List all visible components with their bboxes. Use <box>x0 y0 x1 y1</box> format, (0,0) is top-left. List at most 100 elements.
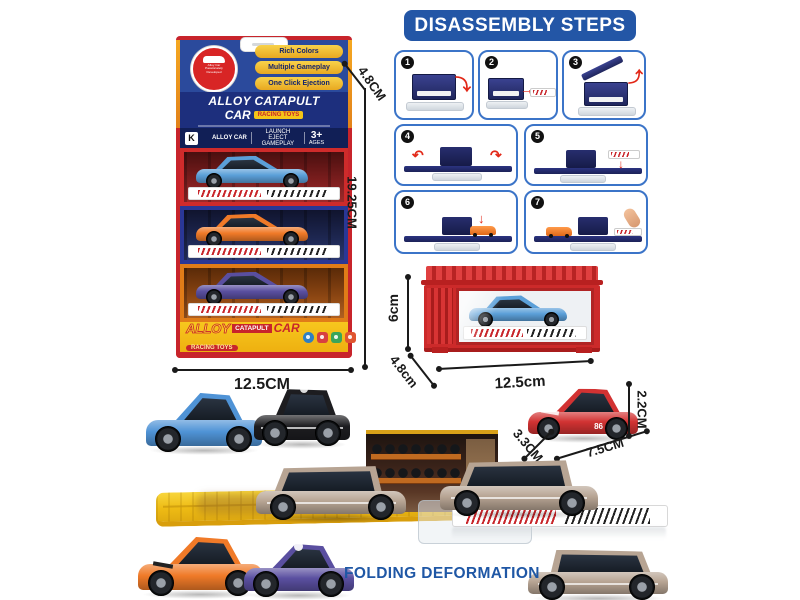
toy-car-graphic <box>470 226 496 237</box>
divider <box>250 132 252 144</box>
feature-pill-list: Rich Colors Multiple Gameplay One Click … <box>255 45 343 93</box>
red-race-car: 86 <box>528 384 638 443</box>
package-title-badge: RACING TOYS <box>253 111 304 119</box>
car-window <box>274 547 332 570</box>
arrow-curve-right-icon: ↷ <box>490 147 502 163</box>
car-window <box>178 396 240 422</box>
car-window <box>219 217 273 230</box>
car-body <box>196 227 308 241</box>
car-window <box>172 540 238 566</box>
car-window <box>490 299 536 311</box>
car-shadow <box>444 510 594 519</box>
chevron-decal <box>198 306 261 313</box>
launcher-tray-graphic <box>608 150 640 159</box>
black-vintage-car <box>254 384 350 449</box>
container-box-graphic <box>488 78 524 100</box>
car-window <box>219 159 273 172</box>
step-card-4: 4 ↶ ↷ <box>394 124 518 186</box>
car-cabin <box>174 393 244 422</box>
clear-base-graphic <box>486 101 528 109</box>
dim-line-height <box>626 381 632 439</box>
package-title-line2: CAR <box>224 108 251 122</box>
stripe-decal <box>267 190 327 197</box>
car-wheel <box>454 490 481 516</box>
step-number-badge: 4 <box>401 130 414 143</box>
clear-base-graphic <box>578 107 636 116</box>
step-card-3: 3 ⤴ <box>562 50 646 120</box>
car-wheel <box>368 494 394 520</box>
package-title: ALLOY CATAPULT CAR RACING TOYS <box>180 92 348 128</box>
age-label: AGES <box>308 139 325 146</box>
package-side-strip <box>348 40 352 128</box>
arrow-curve-down-icon: ⤵ <box>455 77 472 94</box>
step-number-badge: 3 <box>569 56 582 69</box>
container-height-label: 6cm <box>385 293 401 323</box>
container-lid-lip <box>421 280 603 285</box>
certification-icon-row <box>300 331 356 343</box>
step-number-badge: 5 <box>531 130 544 143</box>
container-end-panel <box>427 288 453 344</box>
car-body <box>196 285 308 299</box>
step-card-5: 5 ↓ <box>524 124 648 186</box>
backdrop-panel-graphic <box>442 217 472 235</box>
car-window <box>281 471 375 493</box>
champagne-station-wagon <box>528 546 668 600</box>
arrow-down-icon: ↓ <box>618 157 624 171</box>
container-lid <box>426 266 598 282</box>
car-wheel <box>225 426 252 452</box>
launcher-tray-graphic <box>614 228 642 236</box>
retail-package: Alloy Car Passionately Developed Rich Co… <box>176 36 356 358</box>
chevron-decal <box>471 329 523 337</box>
lid-graphic <box>580 55 624 81</box>
chevron-decal <box>611 152 629 157</box>
brand-logo-text: Alloy Car Passionately Developed <box>205 64 223 74</box>
chevron-decal <box>198 248 261 255</box>
car-wheel <box>269 494 296 520</box>
step-card-1: 1 ⤵ <box>394 50 474 120</box>
purple-muscle-car <box>196 271 308 305</box>
stripe-decal <box>267 248 327 255</box>
container-foot <box>576 347 592 353</box>
white-trim-decal <box>266 501 396 504</box>
hang-slot <box>252 43 274 46</box>
container-box-graphic <box>584 82 628 106</box>
car-cabin <box>275 389 336 418</box>
divider <box>303 132 305 144</box>
launcher-tray-graphic <box>530 88 556 97</box>
unfolded-track-graphic <box>404 166 512 172</box>
chevron-decal <box>617 230 633 234</box>
launcher-slot <box>493 91 519 96</box>
car-window <box>466 465 566 488</box>
window-box-blue-car <box>180 148 348 206</box>
car-window <box>554 553 647 575</box>
age-number: 3+ <box>310 129 323 141</box>
step-card-6: 6 ↓ <box>394 190 518 254</box>
package-bottom-edge <box>176 352 352 358</box>
blue-muscle-car <box>146 388 262 455</box>
launcher-strip <box>188 245 340 258</box>
clear-base-graphic <box>560 175 606 183</box>
unfolded-track-graphic <box>534 236 642 242</box>
step-number-badge: 6 <box>401 196 414 209</box>
brand-logo: Alloy Car Passionately Developed <box>191 46 237 92</box>
container-body <box>424 285 600 353</box>
package-title-line1: ALLOY CATAPULT <box>208 94 320 108</box>
package-depth-label: 4.8CM <box>354 63 390 104</box>
car-window <box>279 392 332 418</box>
shelf-graphic <box>371 454 462 460</box>
orange-square-icon <box>344 331 356 343</box>
package-bottom-band: ALLOY CATAPULT CAR RACING TOYS <box>180 320 356 352</box>
champagne-station-wagon <box>440 456 598 519</box>
arrow-curve-left-icon: ↶ <box>412 147 424 163</box>
bottom-word-alloy: ALLOY <box>186 320 231 336</box>
step-card-7: 7 <box>524 190 648 254</box>
car-wheel <box>559 490 586 516</box>
blue-muscle-car <box>196 155 308 189</box>
car-wheel <box>147 570 174 596</box>
white-launcher-strip <box>452 505 668 527</box>
door-number: 86 <box>593 422 603 432</box>
feature-pill: One Click Ejection <box>255 77 343 90</box>
car-wheel <box>539 574 566 600</box>
launcher-strip <box>188 187 340 200</box>
blue-muscle-car <box>469 295 567 327</box>
